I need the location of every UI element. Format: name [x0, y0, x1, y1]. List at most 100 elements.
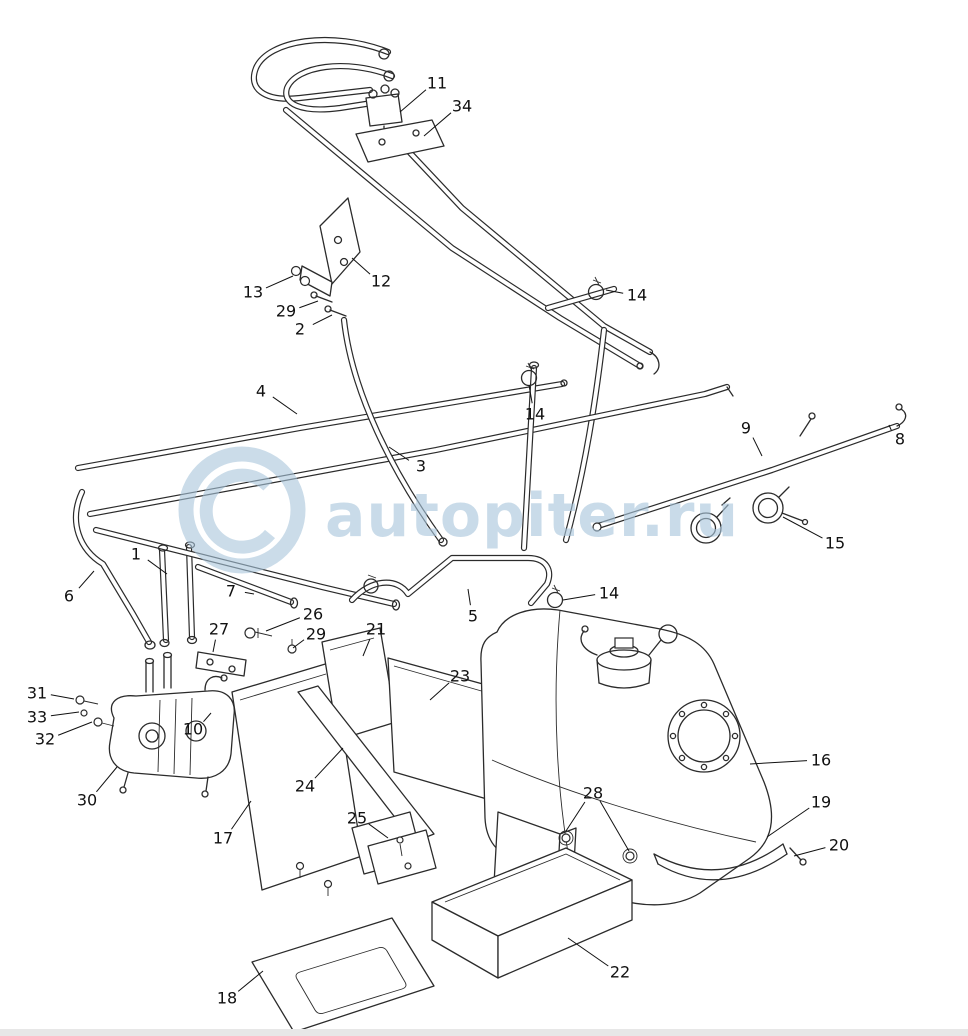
callout-leader-26 [265, 617, 301, 632]
callout-label-29: 29 [276, 302, 296, 321]
plate-25b [367, 829, 437, 885]
bolt-31 [75, 695, 85, 705]
callout-label-3: 3 [416, 457, 426, 476]
callout-leader-19 [766, 807, 810, 838]
clamp-icon [546, 584, 564, 609]
callout-leader-22 [567, 937, 609, 967]
autopiter-logo-icon [178, 446, 306, 574]
callout-leader-15 [782, 516, 823, 539]
callout-label-12: 12 [371, 272, 391, 291]
strip-24 [297, 685, 435, 843]
callout-label-2: 2 [295, 320, 305, 339]
callout-leader-10 [203, 712, 212, 723]
callout-label-16: 16 [811, 751, 831, 770]
callout-leader-34 [423, 112, 452, 137]
valve-bracket [355, 119, 445, 163]
callout-label-34: 34 [452, 97, 472, 116]
callout-leader-32 [57, 721, 93, 736]
callout-leader-13 [265, 275, 294, 289]
bracket-27 [195, 651, 247, 677]
base-plate [251, 917, 435, 1033]
callout-leader-29 [299, 300, 319, 309]
callout-label-7: 7 [226, 582, 236, 601]
fuel-sender-unit [580, 624, 678, 689]
callout-label-19: 19 [811, 793, 831, 812]
callout-label-25: 25 [347, 809, 367, 828]
callout-label-9: 9 [741, 419, 751, 438]
callout-label-6: 6 [64, 587, 74, 606]
mounting-tray [431, 811, 638, 979]
callout-leader-2 [312, 314, 333, 326]
callout-leader-11 [399, 89, 427, 113]
mounting-bracket-12 [290, 197, 361, 317]
callout-leader-33 [50, 711, 80, 717]
callout-label-14: 14 [599, 584, 619, 603]
callout-leader-12 [351, 257, 371, 275]
callout-label-1: 1 [131, 545, 141, 564]
callout-leader-3 [388, 446, 410, 461]
washer-33 [80, 709, 88, 717]
callout-label-26: 26 [303, 605, 323, 624]
callout-label-23: 23 [450, 667, 470, 686]
callout-leader-7 [244, 591, 255, 595]
watermark-text: autopiter.ru [325, 481, 739, 551]
fuel-tank [480, 608, 807, 906]
bolt-28b [625, 851, 635, 861]
callout-label-27: 27 [209, 620, 229, 639]
callout-label-17: 17 [213, 829, 233, 848]
callout-label-33: 33 [27, 708, 47, 727]
callout-leader-30 [96, 766, 118, 793]
callout-label-30: 30 [77, 791, 97, 810]
ring-clamps-15 [690, 486, 809, 544]
tank-strap-19-20 [653, 843, 807, 881]
callout-leader-23 [429, 682, 450, 701]
callout-leader-28 [565, 801, 586, 832]
clamp-icon [587, 276, 605, 301]
callout-leader-16 [749, 760, 808, 765]
callout-leader-18 [237, 970, 264, 992]
callout-leader-6 [78, 570, 95, 589]
callout-leader-5 [467, 588, 471, 606]
callout-leader-31 [50, 694, 75, 700]
callout-label-24: 24 [295, 777, 315, 796]
callout-leader-14 [605, 289, 624, 294]
callout-leader-29 [292, 639, 305, 649]
callout-label-18: 18 [217, 989, 237, 1008]
callout-leader-8 [888, 424, 892, 431]
callout-label-15: 15 [825, 534, 845, 553]
callout-label-20: 20 [829, 836, 849, 855]
filler-flange [667, 699, 741, 773]
callout-extra-leader [599, 800, 630, 852]
bolt-28a [561, 833, 571, 843]
watermark: autopiter.ru [178, 446, 739, 574]
callout-leader-27 [212, 639, 216, 653]
callout-label-14: 14 [525, 405, 545, 424]
callout-leader-25 [368, 823, 389, 839]
callout-label-14: 14 [627, 286, 647, 305]
hose-clamps [363, 276, 605, 609]
callout-leader-14 [528, 384, 533, 404]
callout-label-28: 28 [583, 784, 603, 803]
callout-leader-14 [562, 594, 596, 601]
callout-label-22: 22 [610, 963, 630, 982]
bolt-26 [244, 627, 256, 639]
fuel-pump-assembly [75, 627, 297, 798]
callout-label-5: 5 [468, 607, 478, 626]
callout-leader-17 [231, 800, 252, 830]
clamp-icon [363, 574, 379, 594]
callout-leader-21 [362, 638, 371, 657]
callout-label-13: 13 [243, 283, 263, 302]
valve-assembly [355, 48, 445, 163]
callout-label-11: 11 [427, 74, 447, 93]
callout-label-29: 29 [306, 625, 326, 644]
callout-label-8: 8 [895, 430, 905, 449]
callout-leader-20 [793, 847, 826, 857]
callout-leader-9 [752, 437, 763, 457]
callout-leader-1 [147, 559, 168, 575]
bolt-32 [93, 717, 103, 727]
callout-label-31: 31 [27, 684, 47, 703]
callout-label-21: 21 [366, 620, 386, 639]
